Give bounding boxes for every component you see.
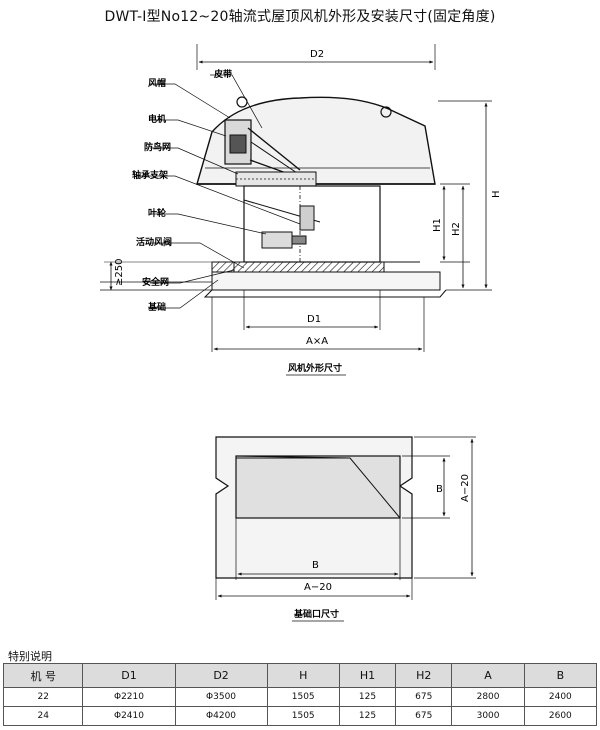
dim-d2: D2 [310, 49, 324, 60]
col-header: A [451, 663, 525, 688]
table-cell: 2600 [523, 706, 598, 726]
label-hood: 风帽 [148, 77, 166, 89]
label-safety-net: 安全网 [142, 276, 169, 288]
dim-a20-vertical: A−20 [460, 474, 471, 502]
col-header: D1 [82, 663, 176, 688]
table-cell: 24 [2, 706, 84, 726]
table-cell: 2400 [523, 687, 598, 707]
col-header: H2 [395, 663, 453, 688]
notes-title: 特别说明 [8, 650, 52, 663]
label-bearing-bracket: 轴承支架 [132, 169, 168, 181]
page-title: DWT-Ⅰ型No12~20轴流式屋顶风机外形及安装尺寸(固定角度) [104, 9, 496, 25]
label-foundation: 基础 [147, 301, 166, 313]
table-row: 24 Φ2410 Φ4200 1505 125 675 3000 2600 [2, 706, 598, 726]
dim-axa: A×A [306, 336, 328, 347]
col-header: D2 [174, 663, 268, 688]
dim-d1: D1 [307, 314, 321, 325]
table-cell: Φ3500 [174, 687, 268, 707]
dim-h1: H1 [432, 218, 443, 232]
table-cell: 125 [338, 687, 397, 707]
table-row: 22 Φ2210 Φ3500 1505 125 675 2800 2400 [2, 687, 598, 707]
table-cell: Φ2210 [82, 687, 176, 707]
impeller-shape [261, 231, 293, 249]
label-motor: 电机 [148, 113, 166, 125]
table-cell: Φ4200 [174, 706, 268, 726]
col-header: H [266, 663, 340, 688]
spec-table: 机 号 D1 D2 H H1 H2 A B 22 Φ2210 Φ3500 150… [2, 663, 598, 726]
fan-view-caption: 风机外形尺寸 [288, 362, 342, 374]
dim-b-horizontal: B [312, 560, 319, 571]
dim-250: ≥250 [114, 259, 125, 286]
opening-view-caption: 基础口尺寸 [293, 608, 339, 620]
technical-drawing: 风帽 皮带 电机 防鸟网 轴承支架 叶轮 活动风阀 安全网 基础 D2 D1 A… [100, 44, 502, 622]
dim-b-vertical: B [436, 484, 443, 495]
dim-h2: H2 [451, 222, 462, 236]
label-bird-net: 防鸟网 [144, 141, 171, 153]
table-cell: 3000 [451, 706, 525, 726]
table-cell: 2800 [451, 687, 525, 707]
label-movable-damper: 活动风阀 [136, 236, 172, 248]
table-cell: Φ2410 [82, 706, 176, 726]
dim-a20-horizontal: A−20 [304, 582, 332, 593]
col-header: H1 [338, 663, 397, 688]
table-cell: 675 [395, 687, 453, 707]
fan-elevation [100, 44, 492, 352]
table-cell: 1505 [266, 687, 340, 707]
opening-inner [235, 455, 401, 519]
table-cell: 125 [338, 706, 397, 726]
label-impeller: 叶轮 [148, 207, 166, 219]
col-header: 机 号 [2, 663, 84, 688]
table-cell: 1505 [266, 706, 340, 726]
table-cell: 22 [2, 687, 84, 707]
dim-h: H [491, 190, 502, 198]
label-belt: 皮带 [213, 68, 232, 80]
table-cell: 675 [395, 706, 453, 726]
opening-plan [215, 436, 476, 600]
table-header-row: 机 号 D1 D2 H H1 H2 A B [2, 663, 598, 688]
col-header: B [523, 663, 598, 688]
